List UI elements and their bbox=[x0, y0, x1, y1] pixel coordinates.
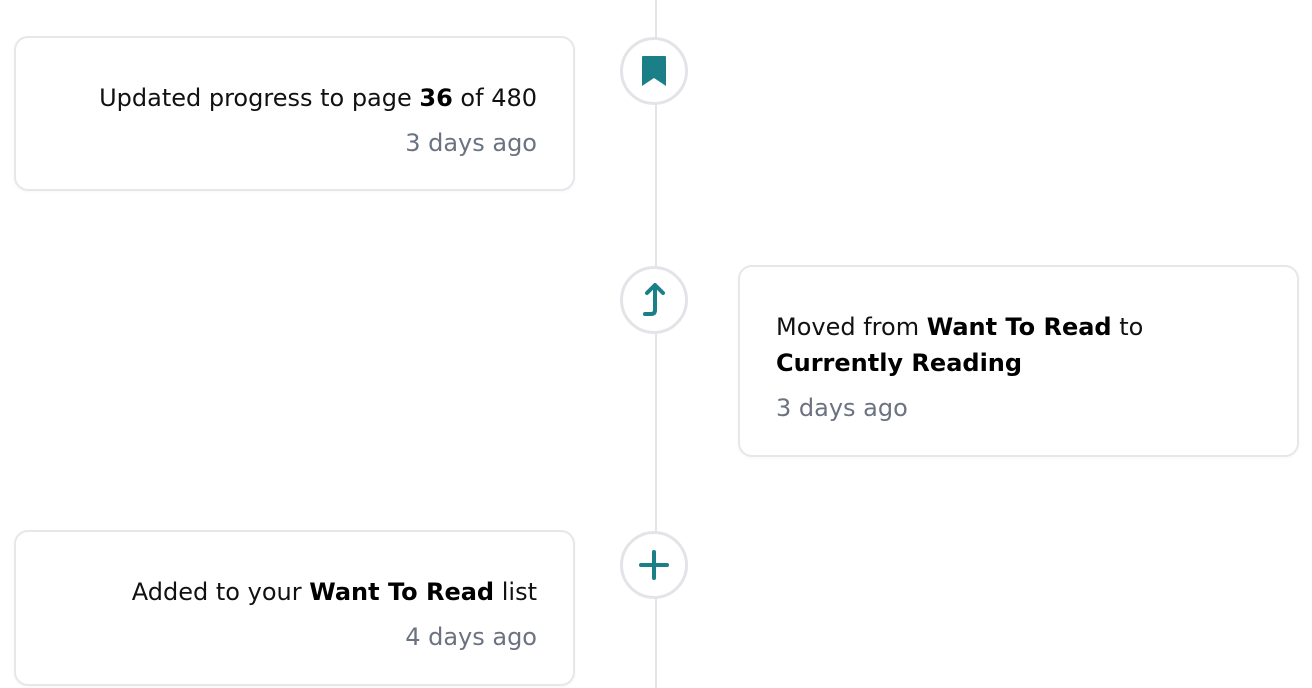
timeline-line bbox=[655, 0, 657, 688]
timeline-event-card: Moved from Want To Read to Currently Rea… bbox=[738, 265, 1299, 457]
bookmark-icon bbox=[642, 56, 666, 86]
timeline-node bbox=[620, 37, 688, 105]
event-message: Moved from Want To Read to Currently Rea… bbox=[776, 313, 1144, 377]
event-timestamp: 3 days ago bbox=[776, 394, 908, 422]
event-timestamp: 3 days ago bbox=[405, 129, 537, 157]
event-timestamp: 4 days ago bbox=[405, 623, 537, 651]
timeline-event-card: Updated progress to page 36 of 480 3 day… bbox=[14, 36, 575, 191]
timeline-event-card: Added to your Want To Read list 4 days a… bbox=[14, 530, 575, 686]
timeline-node bbox=[620, 266, 688, 334]
event-message: Updated progress to page 36 of 480 bbox=[99, 84, 537, 112]
move-arrow-icon bbox=[643, 283, 665, 316]
event-message: Added to your Want To Read list bbox=[131, 578, 537, 606]
plus-icon bbox=[639, 550, 669, 580]
timeline-node bbox=[620, 531, 688, 599]
